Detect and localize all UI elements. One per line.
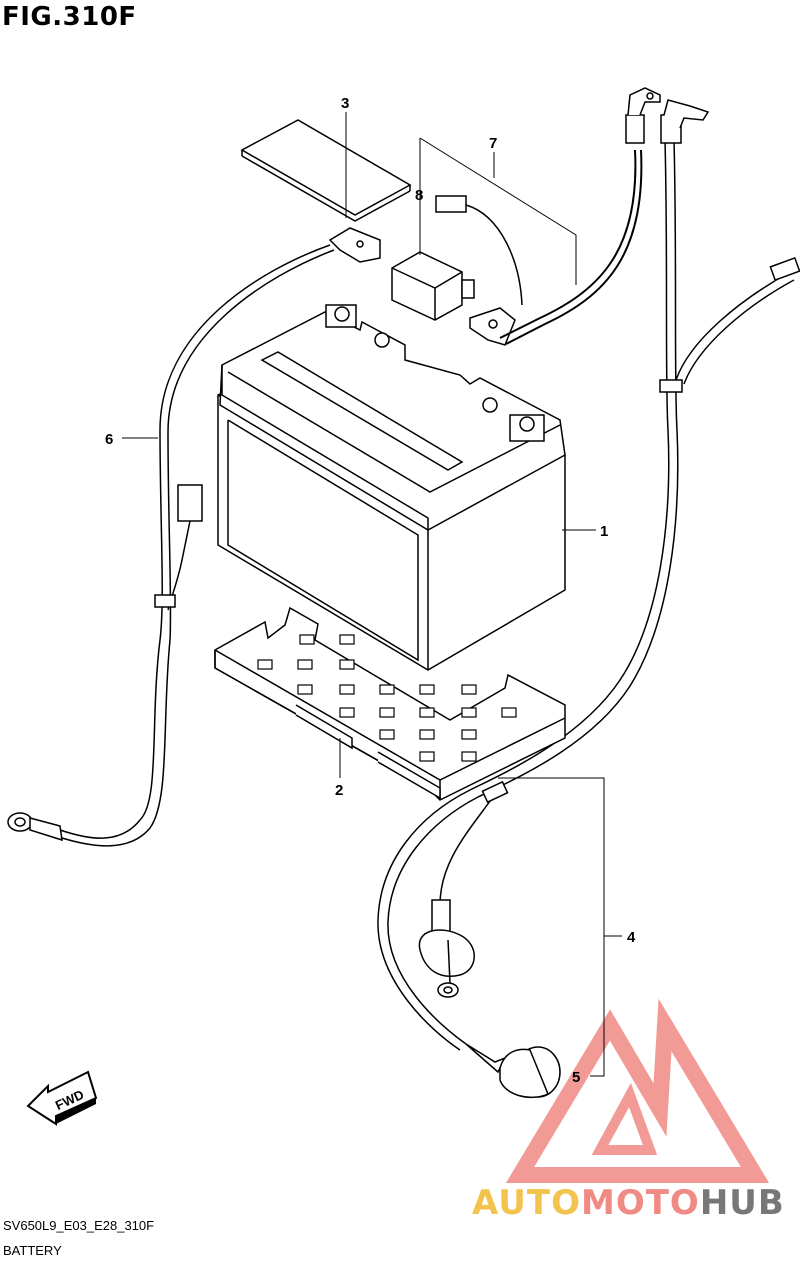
- callout-8: 8: [415, 187, 423, 204]
- terminal-cover-part: [391, 251, 475, 321]
- callout-3: 3: [341, 95, 349, 112]
- figure-title: FIG.310F: [2, 2, 137, 32]
- forward-direction-arrow: FWD: [26, 1070, 98, 1126]
- callout-2: 2: [335, 782, 343, 799]
- leader-line-5: [498, 777, 605, 1077]
- positive-lead-wire-part: [435, 87, 661, 346]
- callout-1: 1: [600, 523, 608, 540]
- callout-6: 6: [105, 431, 113, 448]
- callout-numbers: 1 2 3 4 5 6 7 8: [105, 95, 636, 1086]
- battery-tray-part: [214, 606, 566, 801]
- figure-name: BATTERY: [3, 1243, 62, 1258]
- label-sheet-part: [240, 119, 412, 222]
- watermark-logo: [505, 998, 770, 1183]
- watermark-part-moto: MOTO: [580, 1183, 700, 1223]
- tray-slot-grid: [257, 634, 517, 762]
- battery-part: [217, 304, 566, 671]
- negative-lead-wire-part: [7, 227, 381, 847]
- figure-code: SV650L9_E03_E28_310F: [3, 1218, 155, 1233]
- watermark-part-auto: AUTO: [472, 1183, 581, 1223]
- wiring-harness-part: [377, 99, 800, 1051]
- watermark-part-hub: HUB: [699, 1183, 785, 1223]
- rubber-cap-part: [465, 1043, 561, 1099]
- leader-lines: [122, 112, 622, 1077]
- watermark-text: AUTOMOTOHUB: [472, 1183, 785, 1223]
- callout-4: 4: [627, 929, 636, 946]
- callout-5: 5: [572, 1069, 580, 1086]
- callout-7: 7: [489, 135, 497, 152]
